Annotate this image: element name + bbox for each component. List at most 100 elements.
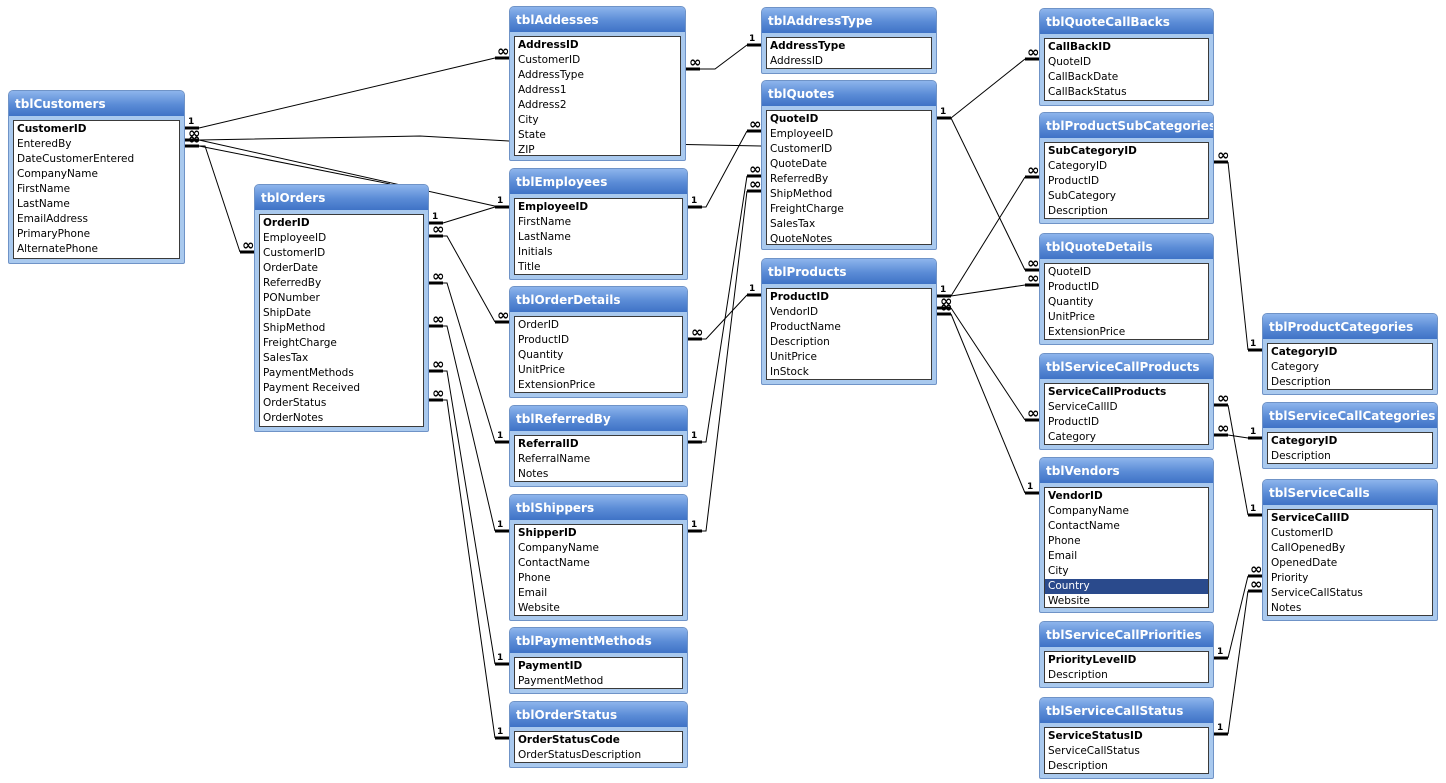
rel-orderdetails-products[interactable] (702, 294, 748, 340)
rel-employees-quotes[interactable] (702, 130, 748, 208)
primary-key-field[interactable]: CategoryID (1271, 346, 1338, 358)
field[interactable]: OrderNotes (263, 412, 324, 424)
rel-orders-orderstatus[interactable] (443, 399, 496, 739)
table-title[interactable]: tblServiceCallStatus (1040, 698, 1213, 723)
rel-quotes-quotedetails[interactable] (950, 117, 1026, 271)
primary-key-field[interactable]: ProductID (770, 291, 829, 303)
table-title[interactable]: tblProducts (762, 259, 936, 284)
table-title[interactable]: tblServiceCallProducts (1040, 354, 1213, 379)
primary-key-field[interactable]: ServiceStatusID (1048, 730, 1143, 742)
table-title[interactable]: tblQuoteCallBacks (1040, 9, 1213, 34)
rel-customers-orders[interactable] (199, 145, 241, 253)
table-title[interactable]: tblServiceCallCategories (1263, 403, 1437, 428)
field[interactable]: Email (518, 587, 548, 599)
field[interactable]: City (518, 114, 539, 126)
field[interactable]: Phone (518, 572, 551, 584)
rel-orders-paymentmethods[interactable] (443, 370, 496, 665)
table-title[interactable]: tblQuoteDetails (1040, 234, 1213, 259)
field[interactable]: CustomerID (770, 143, 833, 155)
field[interactable]: ZIP (518, 144, 535, 156)
field[interactable]: CustomerID (518, 54, 581, 66)
field[interactable]: Description (1048, 205, 1108, 217)
primary-key-field[interactable]: OrderID (263, 217, 310, 229)
rel-shippers-quotes[interactable] (702, 190, 748, 532)
field[interactable]: LastName (17, 198, 70, 210)
field[interactable]: EmployeeID (263, 232, 327, 244)
field[interactable]: ShipMethod (770, 188, 833, 200)
table-title[interactable]: tblShippers (510, 495, 687, 520)
rel-products-quotedetails[interactable] (950, 284, 1026, 297)
field[interactable]: OrderStatus (263, 397, 327, 409)
field[interactable]: Notes (1271, 602, 1302, 614)
primary-key-field[interactable]: AddressType (770, 40, 846, 52)
field[interactable]: ContactName (518, 557, 590, 569)
rel-orders-referredby[interactable] (443, 282, 496, 443)
primary-key-field[interactable]: SubCategoryID (1048, 145, 1137, 157)
table-title[interactable]: tblOrderStatus (510, 702, 687, 727)
field[interactable]: CategoryID (1048, 160, 1108, 172)
rel-priorities-servicecalls[interactable] (1227, 575, 1249, 659)
field[interactable]: DateCustomerEntered (17, 153, 135, 165)
field[interactable]: OpenedDate (1271, 557, 1338, 569)
field[interactable]: OrderDate (263, 262, 318, 274)
field[interactable]: PaymentMethod (518, 675, 604, 687)
field[interactable]: Website (1048, 595, 1090, 607)
primary-key-field[interactable]: PriorityLevelID (1048, 654, 1137, 666)
field[interactable]: Notes (518, 468, 549, 480)
field[interactable]: SubCategory (1048, 190, 1116, 202)
field[interactable]: Category (1048, 431, 1096, 443)
field[interactable]: ExtensionPrice (518, 379, 596, 391)
field[interactable]: ReferredBy (263, 277, 322, 289)
field[interactable]: ProductID (1048, 416, 1100, 428)
field[interactable]: QuoteDate (770, 158, 828, 170)
field[interactable]: Country (1045, 579, 1208, 594)
field[interactable]: Payment Received (263, 382, 361, 394)
rel-status-servicecalls[interactable] (1227, 590, 1249, 735)
field[interactable]: Category (1271, 361, 1319, 373)
field[interactable]: ProductID (1048, 281, 1100, 293)
field[interactable]: OrderID (518, 319, 560, 331)
field[interactable]: EmployeeID (770, 128, 834, 140)
rel-products-vendors[interactable] (950, 313, 1026, 494)
field[interactable]: QuoteID (1048, 266, 1092, 278)
field[interactable]: FreightCharge (263, 337, 337, 349)
field[interactable]: EnteredBy (17, 138, 72, 150)
rel-orders-shippers[interactable] (443, 325, 496, 532)
field[interactable]: ShipMethod (263, 322, 326, 334)
rel-customers-addesses[interactable] (198, 57, 496, 129)
field[interactable]: Description (1048, 760, 1108, 772)
field[interactable]: PrimaryPhone (17, 228, 91, 240)
field[interactable]: CallBackStatus (1048, 86, 1127, 98)
field[interactable]: ReferredBy (770, 173, 829, 185)
rel-servicecallproducts-categories[interactable] (1227, 434, 1249, 439)
field-list[interactable]: PriorityLevelID Description (1044, 651, 1209, 683)
rel-employees-orders[interactable] (442, 206, 496, 224)
field[interactable]: CallOpenedBy (1271, 542, 1346, 554)
field[interactable]: Quantity (518, 349, 564, 361)
rel-addesses-addresstype[interactable] (700, 44, 748, 70)
rel-referredby-quotes[interactable] (702, 175, 748, 443)
table-title[interactable]: tblAddressType (762, 8, 936, 33)
field[interactable]: Description (1048, 669, 1108, 681)
field[interactable]: CompanyName (17, 168, 98, 180)
field[interactable]: QuoteNotes (770, 233, 833, 245)
